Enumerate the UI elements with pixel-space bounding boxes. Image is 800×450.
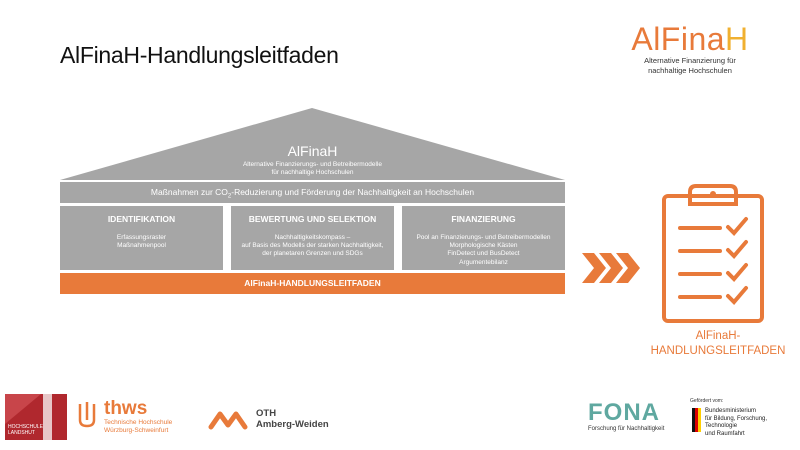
pillar-title: FINANZIERUNG — [451, 214, 516, 224]
pillar-title: IDENTIFIKATION — [107, 214, 176, 224]
pillar-line: Erfassungsraster — [116, 234, 167, 241]
pillar-title: BEWERTUNG UND SELEKTION — [248, 214, 377, 224]
roof-title: AlFinaH — [287, 143, 338, 159]
bmbf-line1: Bundesministerium — [705, 408, 757, 414]
thws-logo-icon — [78, 402, 96, 428]
pillar-line: der planetaren Grenzen und SDGs — [262, 250, 363, 258]
thws-line1: Technische Hochschule — [104, 419, 173, 426]
logo-name-part1: AlFina — [631, 21, 726, 57]
hl-line1: HOCHSCHULE — [8, 424, 44, 430]
oth-logo-icon — [208, 411, 248, 430]
thws-name: thws — [104, 398, 148, 419]
bmbf-line3: und Raumfahrt — [705, 430, 745, 437]
oth-line1: OTH — [256, 408, 277, 419]
pillar-line: Morphologische Kästen — [449, 242, 518, 250]
base-bar: AlFinaH-HANDLUNGSLEITFADEN — [60, 273, 565, 294]
pillar-line: Nachhaltigkeitskompass – — [274, 234, 351, 241]
pillar-line: FinDetect und BusDetect — [447, 250, 520, 258]
pillar-bewertung: BEWERTUNG UND SELEKTION Nachhaltigkeitsk… — [231, 206, 394, 270]
bmbf-text: Bundesministerium für Bildung, Forschung… — [705, 408, 800, 438]
pillar-line: Argumentebilanz — [459, 258, 508, 266]
chevron-arrows-icon — [582, 253, 640, 283]
hochschule-landshut-logo — [5, 394, 67, 440]
roof-subtitle-line2: für nachhaltige Hochschulen — [271, 169, 354, 176]
pillar-line: Maßnahmenpool — [117, 242, 166, 250]
logo-subtitle-line2: nachhaltige Hochschulen — [648, 65, 732, 75]
measures-band: Maßnahmen zur CO2-Reduzierung und Förder… — [60, 182, 565, 203]
alfinah-logo: AlFinaH Alternative Finanzierung für nac… — [600, 22, 780, 75]
roof-subtitle-line1: Alternative Finanzierungs- und Betreiber… — [242, 161, 383, 168]
logo-subtitle-line1: Alternative Finanzierung für — [644, 56, 736, 65]
bmbf-line2: für Bildung, Forschung, Technologie — [705, 415, 768, 430]
oth-line2: Amberg-Weiden — [256, 419, 329, 430]
result-label-line1: AlFinaH- — [695, 330, 741, 342]
thws-text: thws Technische Hochschule Würzburg-Schw… — [104, 399, 172, 435]
result-label: AlFinaH- HANDLUNGSLEITFADEN — [638, 329, 798, 359]
result-label-line2: HANDLUNGSLEITFADEN — [650, 345, 786, 357]
thws-line2: Würzburg-Schweinfurt — [104, 427, 169, 434]
band-text-sub: 2 — [227, 193, 232, 200]
pillar-identifikation: IDENTIFIKATION Erfassungsraster Maßnahme… — [60, 206, 223, 270]
house-roof — [60, 108, 565, 180]
german-flag-icon — [692, 408, 701, 432]
page-title: AlFinaH-Handlungsleitfaden — [60, 42, 339, 68]
pillar-line: auf Basis des Modells der starken Nachha… — [241, 242, 384, 250]
fona-name: FONA — [588, 399, 660, 426]
fona-logo: FONA Forschung für Nachhaltigkeit — [588, 399, 665, 433]
clipboard-checklist-icon — [662, 184, 764, 323]
logo-name-part2: H — [725, 21, 749, 57]
band-text-post: -Reduzierung und Förderung der Nachhalti… — [231, 187, 475, 197]
bmbf-gefoerdert: Gefördert vom: — [690, 398, 724, 404]
oth-text: OTH Amberg-Weiden — [256, 408, 329, 430]
fona-sub: Forschung für Nachhaltigkeit — [588, 426, 665, 432]
hl-text: HOCHSCHULE LANDSHUT — [8, 424, 43, 436]
pillar-line: Pool an Finanzierungs- und Betreibermode… — [416, 234, 551, 241]
roof-text: AlFinaH Alternative Finanzierungs- und B… — [180, 143, 445, 177]
pillar-finanzierung: FINANZIERUNG Pool an Finanzierungs- und … — [402, 206, 565, 270]
footer: HOCHSCHULE LANDSHUT thws Technische Hoch… — [0, 372, 800, 450]
hl-line2: LANDSHUT — [8, 430, 35, 436]
band-text-pre: Maßnahmen zur CO — [150, 187, 228, 197]
